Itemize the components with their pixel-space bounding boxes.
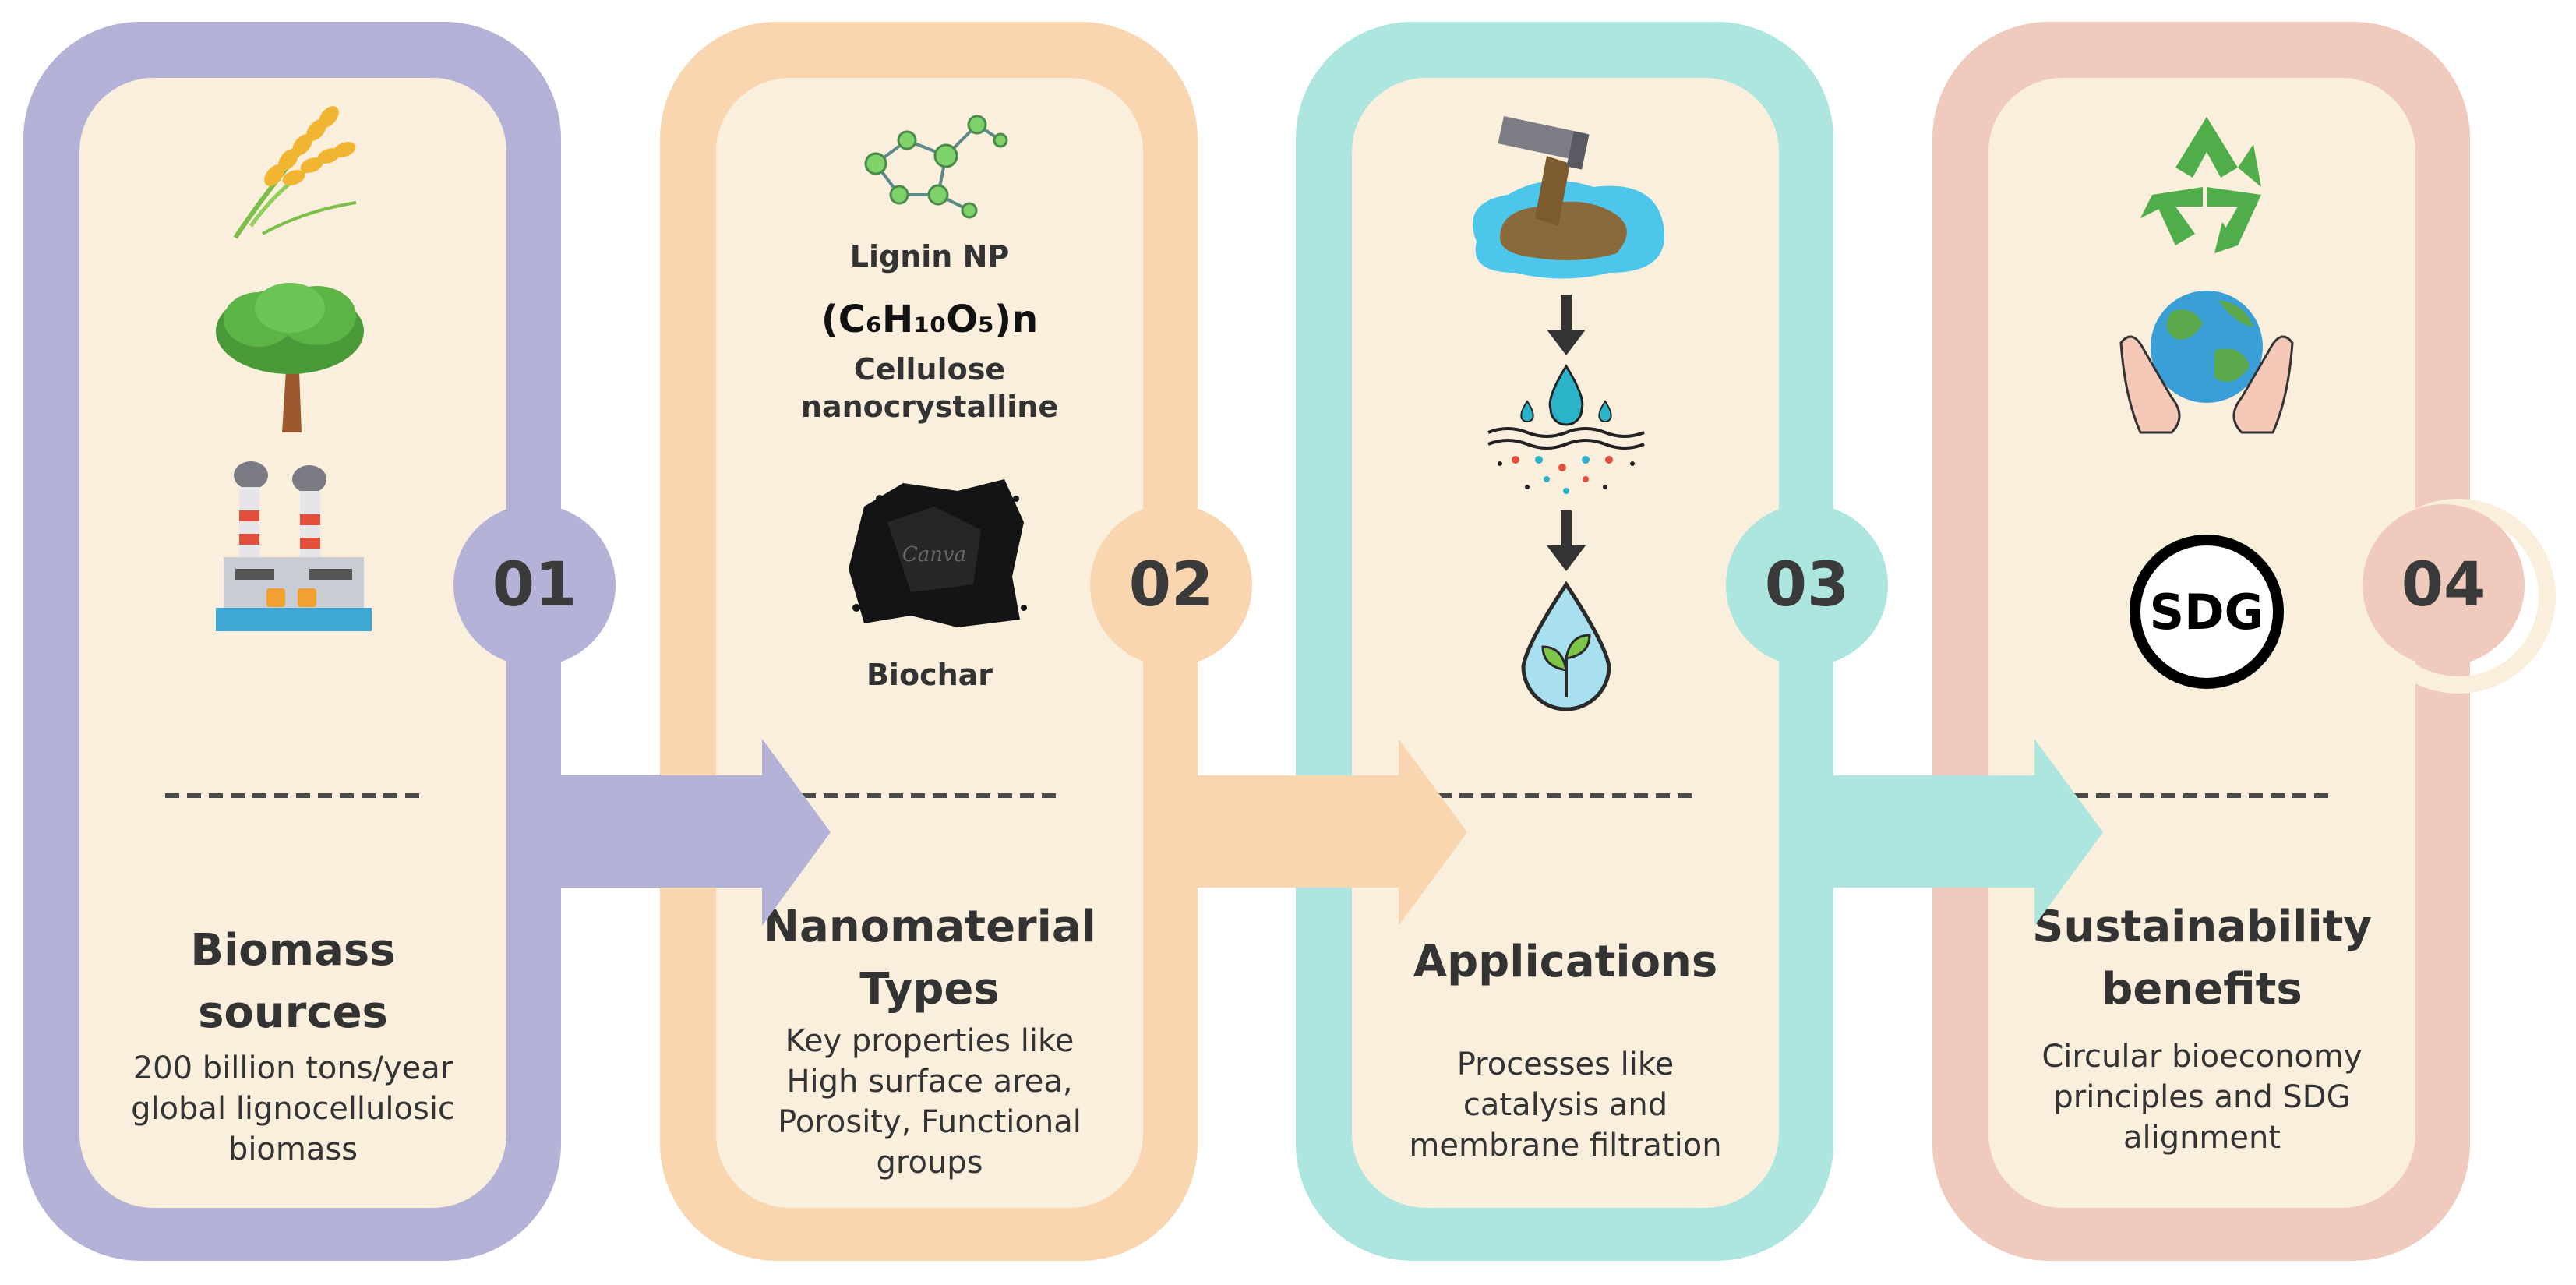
arrow-1-to-2 bbox=[506, 775, 764, 888]
panel-applications: Applications Processes like catalysis an… bbox=[1296, 22, 1833, 1261]
step-title: Applications bbox=[1413, 937, 1718, 987]
panel-inner: Biomass sources 200 billion tons/year gl… bbox=[79, 78, 506, 1208]
panel-sustainability-benefits: SDG Sustainability benefits Circular bio… bbox=[1932, 22, 2470, 1261]
step-title: Sustainability benefits bbox=[2032, 902, 2372, 1015]
arrow-3-to-4 bbox=[1779, 775, 2036, 888]
lignin-np-label: Lignin NP bbox=[849, 239, 1010, 274]
divider bbox=[2074, 793, 2331, 798]
step-number-badge: 01 bbox=[453, 504, 616, 666]
factory-icon bbox=[216, 461, 372, 631]
step-number-badge: 02 bbox=[1090, 504, 1252, 666]
step-number-badge: 04 bbox=[2363, 504, 2525, 666]
clean-water-icon bbox=[1521, 581, 1611, 711]
earth-in-hands-icon bbox=[2119, 291, 2294, 434]
filtration-icon bbox=[1487, 364, 1645, 494]
biochar-icon: Canva bbox=[849, 479, 1027, 627]
step-number-badge: 03 bbox=[1726, 504, 1888, 666]
panel-inner: SDG Sustainability benefits Circular bio… bbox=[1988, 78, 2415, 1208]
biochar-watermark: Canva bbox=[902, 543, 966, 567]
arrow-down-icon bbox=[1547, 510, 1586, 571]
arrow-down-icon bbox=[1547, 295, 1586, 355]
sdg-label: SDG bbox=[2149, 584, 2264, 641]
arrow-head-3 bbox=[2034, 739, 2103, 926]
molecule-icon bbox=[864, 115, 1008, 219]
step-description: Processes like catalysis and membrane fi… bbox=[1409, 1047, 1722, 1163]
divider bbox=[1438, 793, 1695, 798]
cellulose-formula: (C₆H₁₀O₅)n bbox=[820, 298, 1039, 341]
arrow-2-to-3 bbox=[1143, 775, 1400, 888]
recycle-icon bbox=[2140, 117, 2261, 253]
tree-icon bbox=[216, 283, 364, 432]
step-description: Key properties like High surface area, P… bbox=[778, 1023, 1082, 1181]
wastewater-pipe-icon bbox=[1473, 115, 1665, 279]
step-description: 200 billion tons/year global lignocellul… bbox=[131, 1050, 455, 1167]
divider bbox=[802, 793, 1059, 798]
panel-biomass-sources: Biomass sources 200 billion tons/year gl… bbox=[23, 22, 561, 1261]
biochar-label: Biochar bbox=[866, 658, 993, 692]
arrow-head-2 bbox=[1399, 739, 1467, 926]
divider bbox=[165, 793, 422, 798]
cellulose-label: Cellulose nanocrystalline bbox=[800, 352, 1059, 424]
rice-plant-icon bbox=[233, 106, 357, 239]
panel-nanomaterial-types: Lignin NP (C₆H₁₀O₅)n Cellulose nanocryst… bbox=[660, 22, 1198, 1261]
arrow-head-1 bbox=[762, 739, 831, 926]
step-description: Circular bioeconomy principles and SDG a… bbox=[2041, 1039, 2363, 1156]
panel-inner: Applications Processes like catalysis an… bbox=[1352, 78, 1779, 1208]
panel-inner: Lignin NP (C₆H₁₀O₅)n Cellulose nanocryst… bbox=[716, 78, 1143, 1208]
sdg-icon: SDG bbox=[2130, 535, 2284, 689]
step-title: Biomass sources bbox=[190, 925, 396, 1038]
